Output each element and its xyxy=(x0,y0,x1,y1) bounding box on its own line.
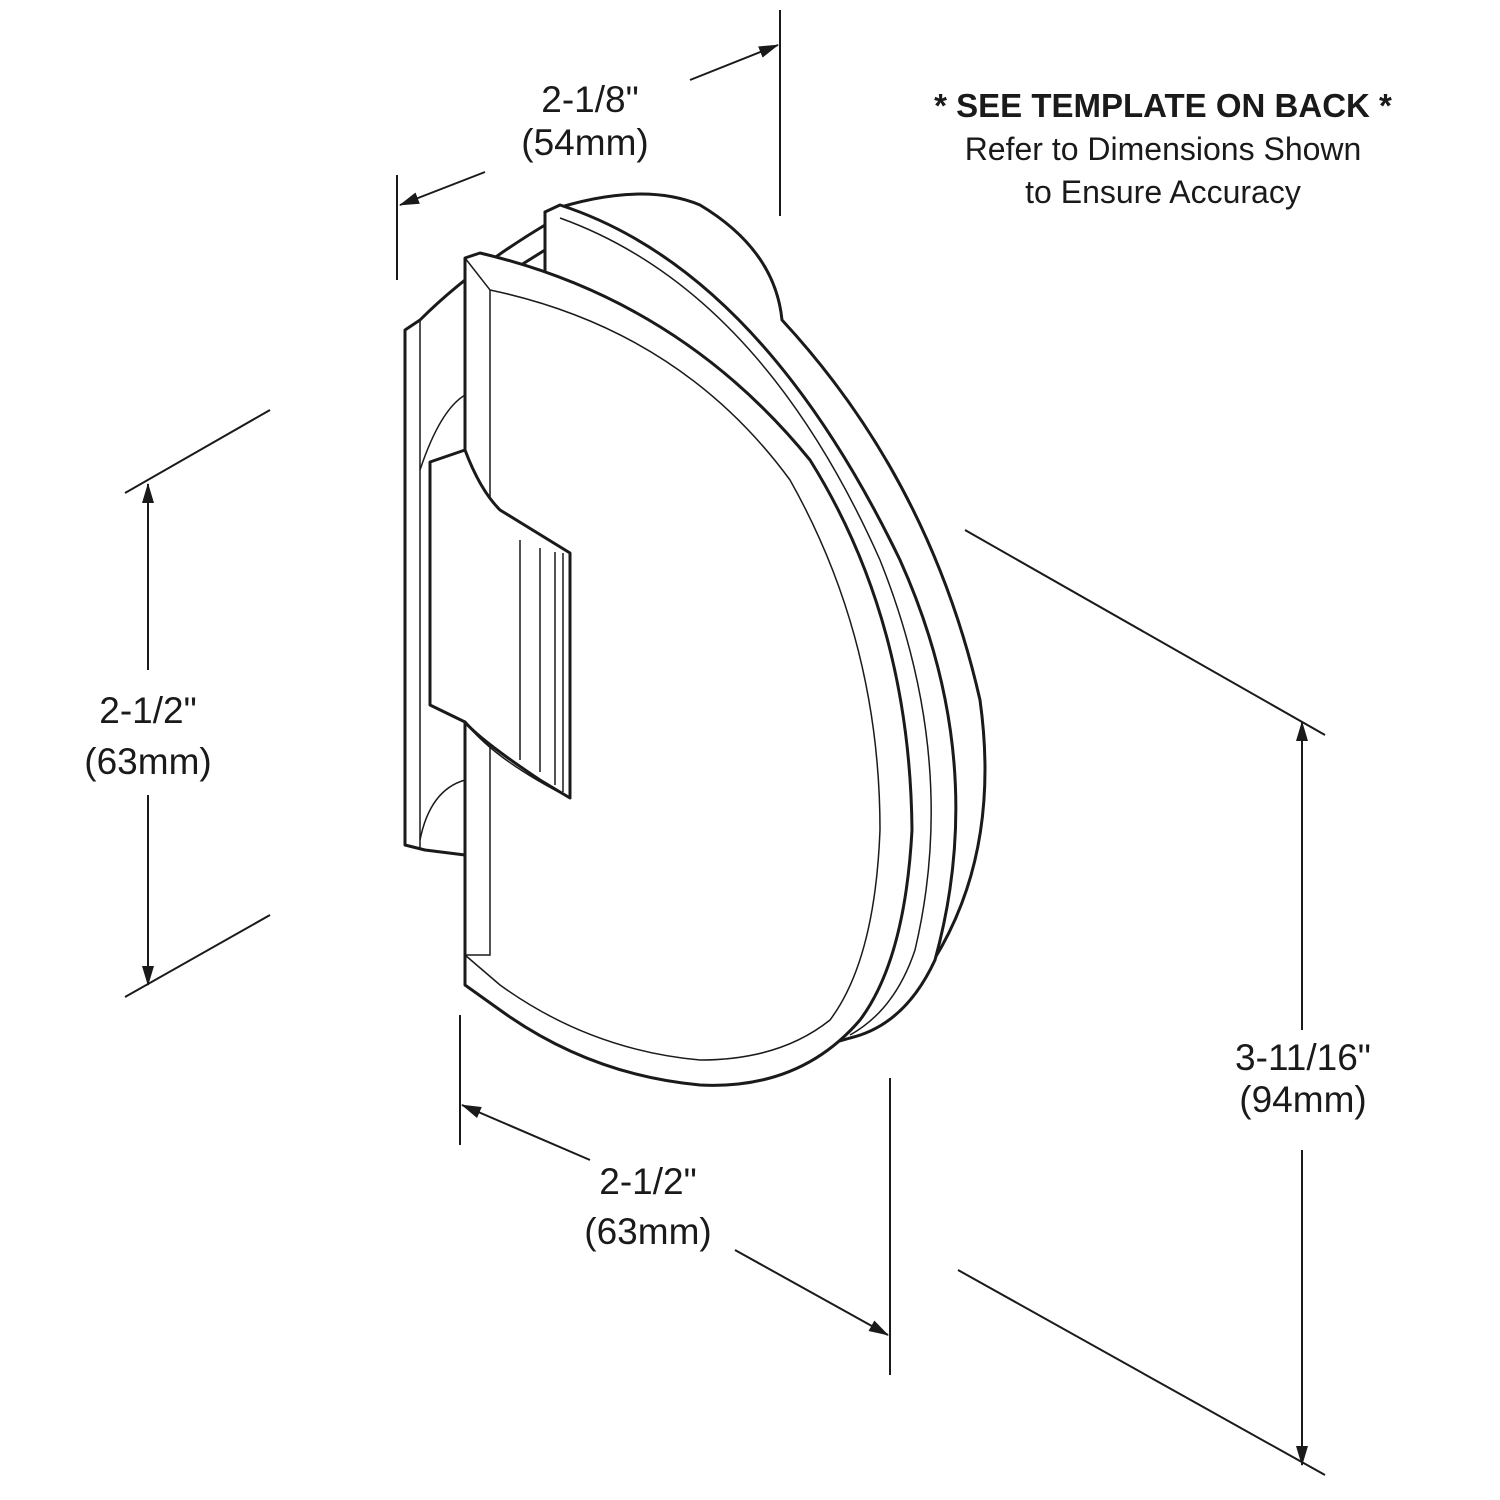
width-metric: (63mm) xyxy=(584,1211,711,1252)
width-imperial: 2-1/2" xyxy=(599,1161,696,1202)
mount-height-dimension: 2-1/2" (63mm) xyxy=(84,409,271,998)
mount-height-metric: (63mm) xyxy=(84,741,211,782)
width-dimension: 2-1/2" (63mm) xyxy=(459,1015,891,1375)
note-line-2: to Ensure Accuracy xyxy=(1025,174,1301,210)
overall-height-imperial: 3-11/16" xyxy=(1235,1037,1371,1078)
depth-metric: (54mm) xyxy=(521,122,648,163)
note-line-1: Refer to Dimensions Shown xyxy=(965,131,1362,167)
depth-dimension: 2-1/8" (54mm) xyxy=(396,10,781,280)
mount-height-imperial: 2-1/2" xyxy=(99,690,196,731)
front-plate xyxy=(463,251,914,1087)
template-note: * SEE TEMPLATE ON BACK * Refer to Dimens… xyxy=(934,87,1392,210)
overall-height-metric: (94mm) xyxy=(1239,1079,1366,1120)
note-heading: * SEE TEMPLATE ON BACK * xyxy=(934,87,1392,124)
depth-imperial: 2-1/8" xyxy=(541,79,638,120)
overall-height-dimension: 3-11/16" (94mm) xyxy=(957,529,1371,1476)
hinge-illustration xyxy=(403,192,987,1087)
